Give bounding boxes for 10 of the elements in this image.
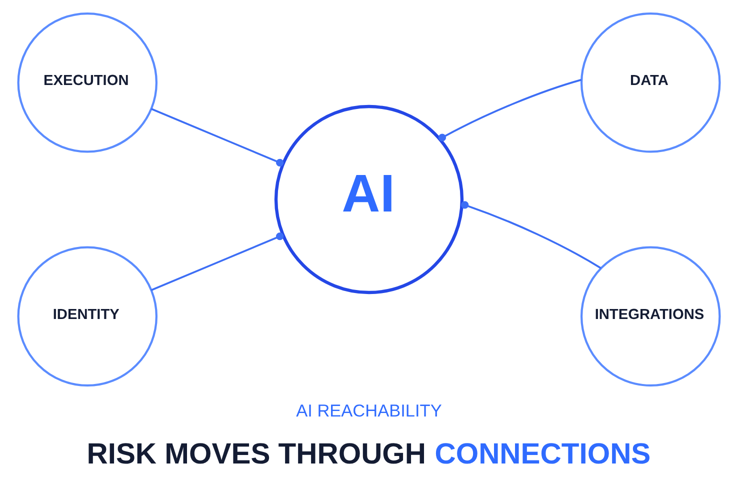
connector	[150, 108, 284, 167]
connector	[150, 232, 284, 292]
label: AI REACHABILITY	[296, 400, 442, 421]
node-circle: EXECUTION	[17, 12, 158, 153]
connector	[460, 201, 602, 270]
diagram-title: RISK MOVES THROUGH CONNECTIONS	[86, 438, 651, 470]
node-circle: IDENTITY	[17, 246, 158, 387]
node-circle: DATA	[580, 12, 721, 153]
connector	[438, 78, 582, 142]
node-circle: INTEGRATIONS	[580, 246, 721, 387]
